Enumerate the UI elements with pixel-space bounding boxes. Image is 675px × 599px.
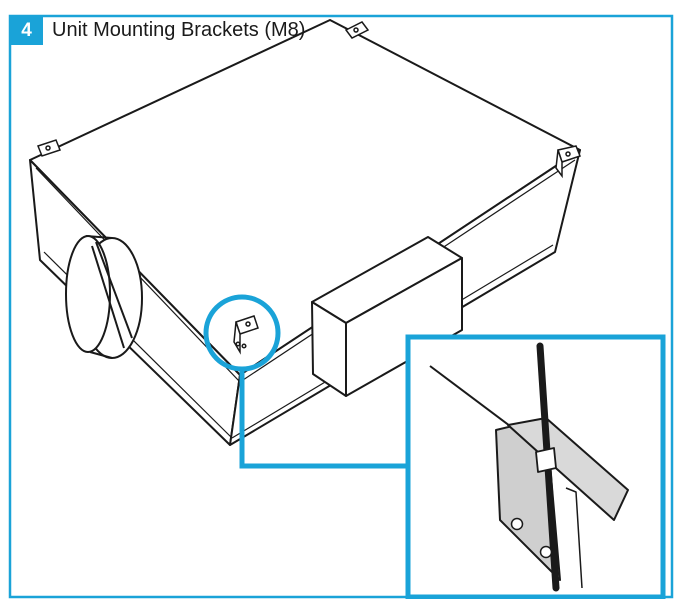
corner-bracket-left (37, 139, 61, 157)
callout-connector (239, 369, 408, 469)
corner-bracket-highlighted (233, 315, 259, 355)
step-number-badge: 4 (10, 16, 43, 45)
corner-bracket-right (555, 145, 581, 179)
step-title: Unit Mounting Brackets (M8) (52, 19, 306, 41)
detail-bracket (429, 342, 629, 592)
corner-bracket-top (344, 21, 370, 39)
duct-spigot (65, 235, 143, 359)
electrical-box (311, 236, 463, 397)
panel-border (8, 14, 674, 599)
